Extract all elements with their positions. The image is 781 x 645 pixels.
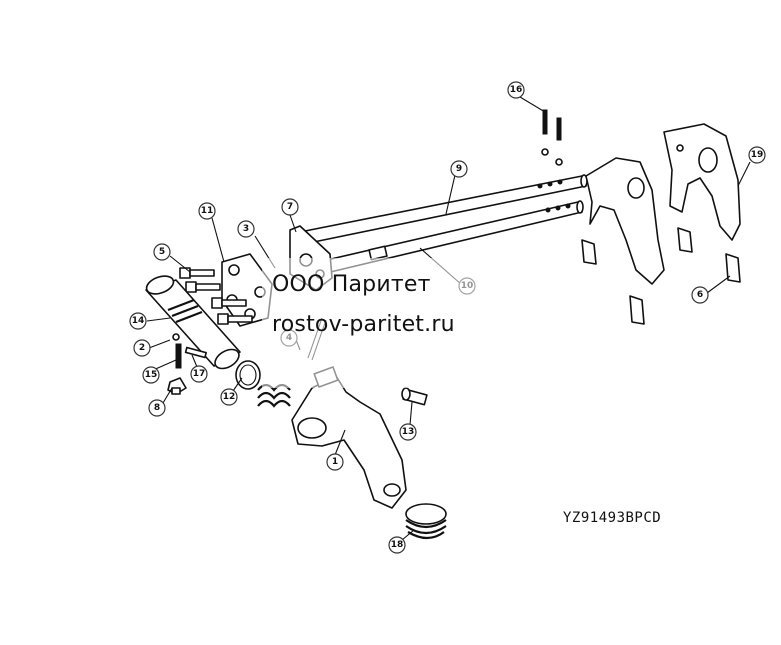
roll-pin <box>184 346 207 359</box>
callout-6: 6 <box>691 286 709 304</box>
lever-pin <box>401 387 428 406</box>
svg-text:18: 18 <box>391 540 404 550</box>
diagram-code: YZ91493BPCD <box>563 510 662 526</box>
detent-pins <box>541 109 563 166</box>
selector-housing-tube <box>145 275 241 370</box>
bolt-set <box>179 267 253 325</box>
watermark-backdrop <box>262 258 534 388</box>
snap-ring <box>235 360 261 390</box>
fork-pads <box>581 227 741 325</box>
callout-1: 1 <box>326 453 344 471</box>
dowel-pin <box>175 343 182 369</box>
watermark-company: ООО Паритет <box>272 272 431 297</box>
svg-text:2: 2 <box>139 343 145 353</box>
svg-text:8: 8 <box>154 403 160 413</box>
svg-text:16: 16 <box>510 85 523 95</box>
svg-text:3: 3 <box>243 224 249 234</box>
svg-text:19: 19 <box>751 150 764 160</box>
svg-text:14: 14 <box>132 316 145 326</box>
cover-gasket <box>221 253 273 327</box>
svg-text:9: 9 <box>456 164 462 174</box>
shift-fork-rear <box>663 123 741 241</box>
callout-18: 18 <box>388 536 406 554</box>
callout-9: 9 <box>450 160 468 178</box>
callout-12: 12 <box>220 388 238 406</box>
callout-19: 19 <box>748 146 766 164</box>
callout-13: 13 <box>399 423 417 441</box>
callout-11: 11 <box>198 202 216 220</box>
callout-17: 17 <box>190 365 208 383</box>
plug-nut <box>167 377 187 395</box>
svg-text:7: 7 <box>287 202 293 212</box>
lever-spring <box>405 503 447 540</box>
callout-15: 15 <box>142 366 160 384</box>
callout-3: 3 <box>237 220 255 238</box>
callout-16: 16 <box>507 81 525 99</box>
selector-spring <box>257 383 291 408</box>
svg-text:5: 5 <box>159 247 165 257</box>
svg-text:1: 1 <box>332 457 338 467</box>
ball <box>172 333 180 341</box>
svg-text:12: 12 <box>223 392 236 402</box>
callout-2: 2 <box>133 339 151 357</box>
callout-5: 5 <box>153 243 171 261</box>
svg-text:15: 15 <box>145 370 158 380</box>
shift-rail-lower <box>317 200 584 275</box>
svg-text:17: 17 <box>193 369 206 379</box>
callout-14: 14 <box>129 312 147 330</box>
callout-7: 7 <box>281 198 299 216</box>
watermark-url: rostov-paritet.ru <box>272 312 455 337</box>
shift-fork-front <box>585 157 665 285</box>
svg-text:11: 11 <box>201 206 214 216</box>
callout-8: 8 <box>148 399 166 417</box>
svg-text:6: 6 <box>697 290 703 300</box>
svg-text:13: 13 <box>402 427 415 437</box>
